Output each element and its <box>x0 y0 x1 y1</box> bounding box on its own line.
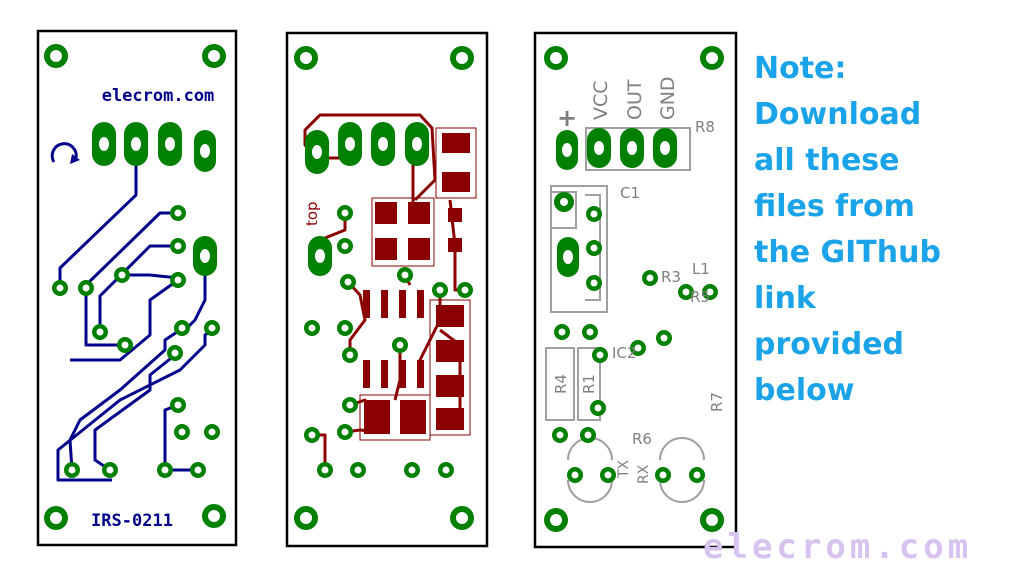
silk-plus-label: + <box>557 104 577 132</box>
silk-tx-label: TX <box>616 459 632 479</box>
silk-r4-label: R4 <box>552 374 570 394</box>
note-line-1: Note: <box>754 51 847 86</box>
bottom-model-label: IRS-0211 <box>91 511 173 531</box>
silk-r1-label: R1 <box>580 374 598 394</box>
top-layer-label: top <box>303 201 321 226</box>
note-line-4: files from <box>754 189 915 224</box>
silk-vcc-label: VCC <box>590 80 612 120</box>
watermark-text: elecrom.com <box>703 527 973 567</box>
silk-rx-label: RX <box>636 464 652 484</box>
top-pad-holes <box>300 52 469 524</box>
silk-out-label: OUT <box>624 79 646 120</box>
silk-r6-label: R6 <box>632 430 652 448</box>
silk-ic2-label: IC2 <box>612 344 636 362</box>
silk-gnd-label: GND <box>657 76 679 120</box>
note-line-7: provided <box>754 327 905 362</box>
silk-l1-label: L1 <box>692 260 710 278</box>
note-line-8: below <box>754 373 855 408</box>
bottom-pad-holes <box>50 50 220 524</box>
silk-r8-label: R8 <box>695 118 715 136</box>
top-smd-outlines <box>359 127 477 441</box>
silk-r3-label: R3 <box>661 268 681 286</box>
silk-c1-label: C1 <box>620 184 640 202</box>
bottom-brand-label: elecrom.com <box>102 86 215 106</box>
note-line-5: the GIThub <box>754 235 941 270</box>
top-smd-pads <box>363 133 470 434</box>
silk-pad-holes <box>550 52 718 526</box>
note-line-3: all these <box>754 143 900 178</box>
silk-labels: + VCC OUT GND R8 C1 R3 L1 R5 IC2 R4 R1 R… <box>552 76 726 484</box>
silk-outlines <box>545 127 705 503</box>
bottom-arrow-icon <box>50 142 80 164</box>
silk-r5-label: R5 <box>690 288 710 306</box>
note-line-6: link <box>754 281 816 316</box>
note-line-2: Download <box>754 97 922 132</box>
silk-r7-label: R7 <box>708 392 726 412</box>
